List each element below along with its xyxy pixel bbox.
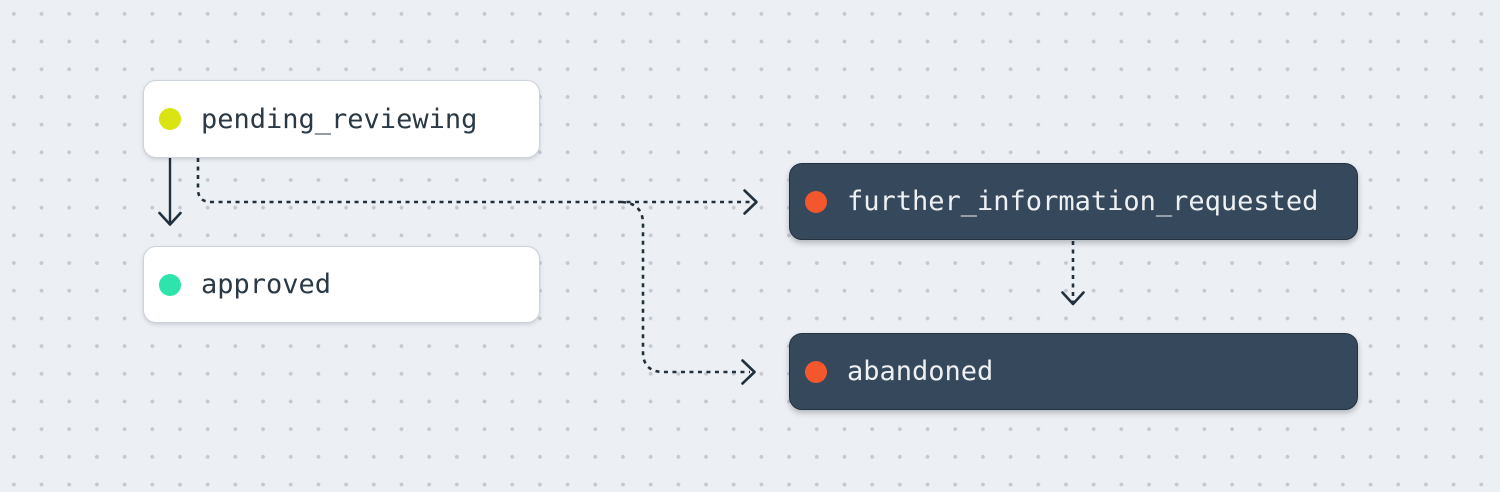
edge-pending_reviewing-to-further_information_requested[interactable]	[196, 158, 758, 215]
node-pending_reviewing[interactable]: pending_reviewing	[143, 80, 540, 158]
status-dot-icon	[159, 273, 181, 296]
node-further_information_requested[interactable]: further_information_requested	[789, 163, 1358, 240]
edge-further_information_requested-to-abandoned[interactable]	[1061, 241, 1085, 306]
node-label: approved	[201, 269, 332, 300]
status-dot-icon	[805, 360, 827, 383]
status-dot-icon	[805, 190, 827, 213]
node-label: abandoned	[847, 356, 994, 387]
edge-pending_reviewing-to-abandoned[interactable]	[621, 200, 756, 385]
node-label: further_information_requested	[847, 186, 1319, 217]
node-label: pending_reviewing	[201, 103, 478, 135]
status-dot-icon	[159, 108, 181, 130]
edge-pending_reviewing-to-approved[interactable]	[158, 158, 182, 226]
node-approved[interactable]: approved	[143, 246, 540, 323]
node-abandoned[interactable]: abandoned	[789, 333, 1358, 410]
